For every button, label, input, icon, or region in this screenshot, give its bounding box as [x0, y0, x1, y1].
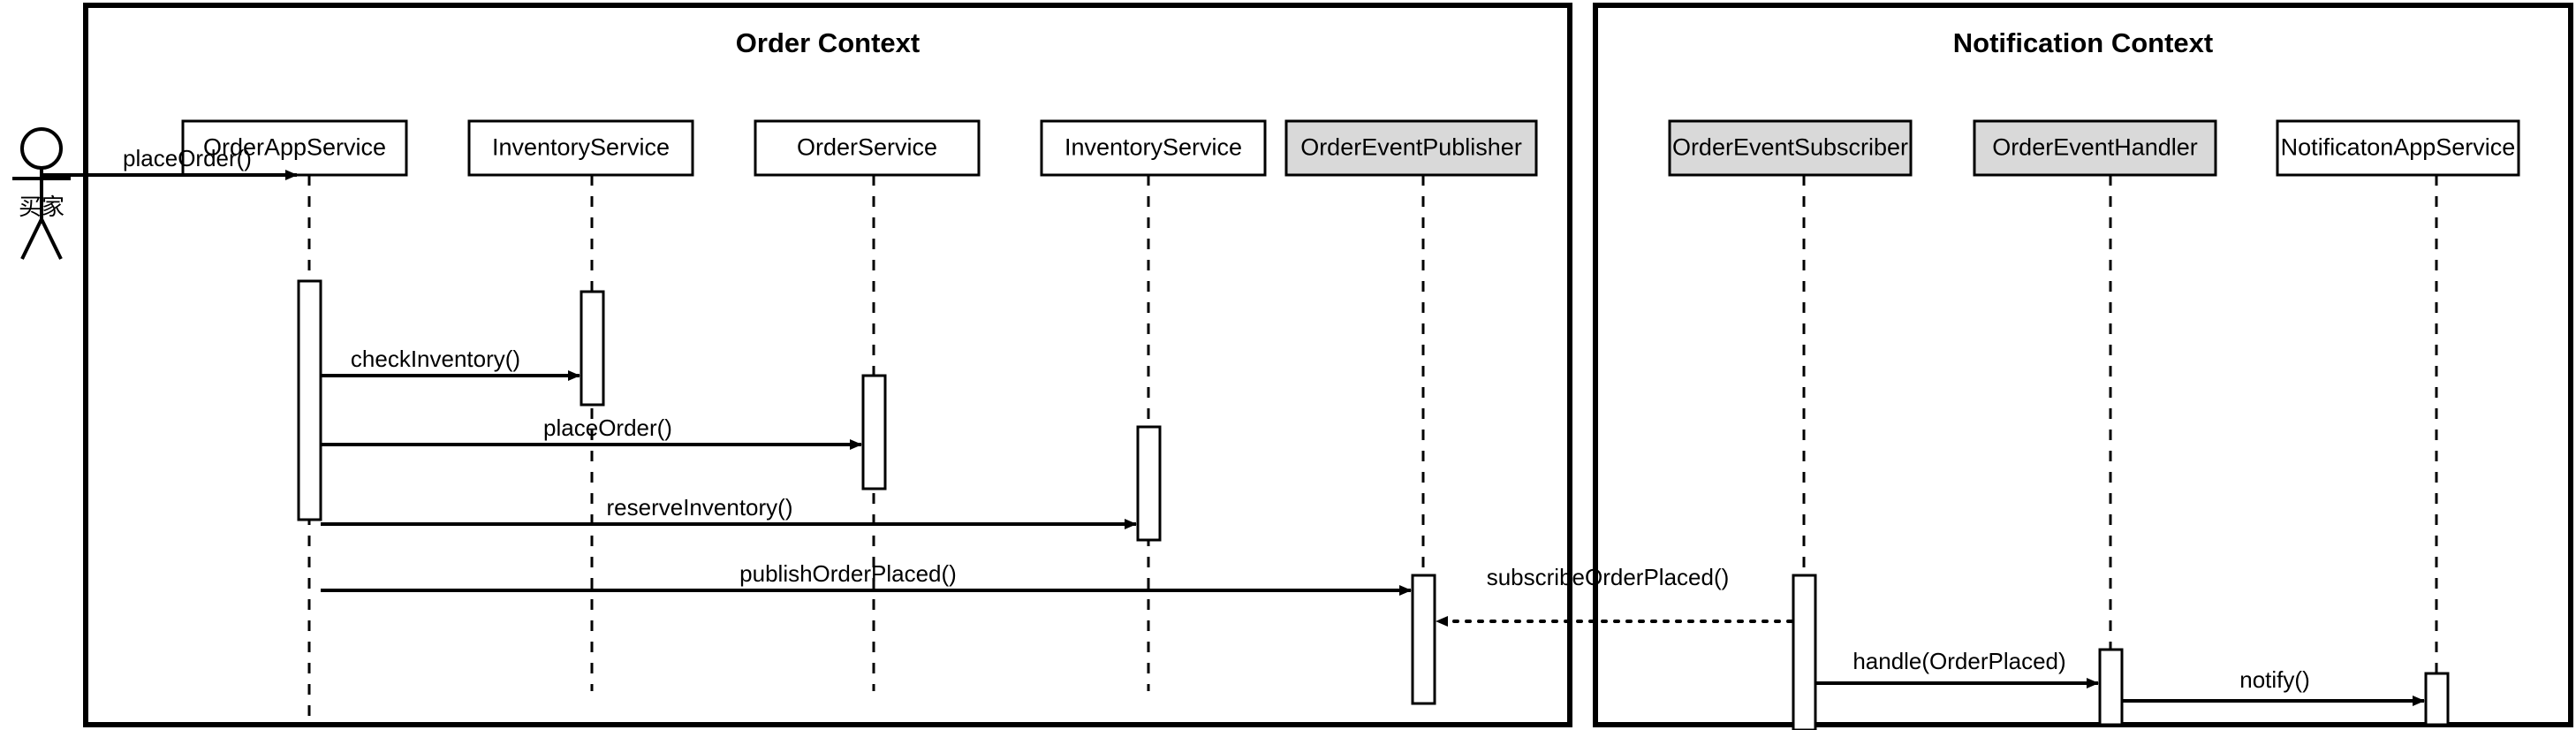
message-msg-handle-order-placed[interactable]: handle(OrderPlaced)	[1816, 648, 2099, 688]
context-title-notification-context: Notification Context	[1953, 27, 2214, 58]
message-msg-publish-order-placed[interactable]: publishOrderPlaced()	[321, 560, 1412, 596]
message-msg-reserve-inventory[interactable]: reserveInventory()	[321, 494, 1137, 529]
lifeline-label-order-event-subscriber: OrderEventSubscriber	[1672, 134, 1908, 161]
message-msg-place-order[interactable]: placeOrder()	[321, 414, 862, 450]
lifeline-inventory-service-1[interactable]: InventoryService	[467, 119, 694, 691]
lifeline-box-inventory-service-1[interactable]	[467, 119, 694, 177]
lifeline-label-order-app-service: OrderAppService	[203, 134, 386, 161]
activation-bar-order-event-handler	[2098, 648, 2124, 726]
context-title-order-context: Order Context	[736, 27, 920, 58]
lifeline-order-service[interactable]: OrderService	[754, 119, 981, 691]
actor-label: 买家	[19, 194, 64, 220]
message-label-msg-subscribe-order-placed: subscribeOrderPlaced()	[1487, 564, 1730, 590]
message-msg-notify[interactable]: notify()	[2123, 666, 2425, 706]
message-label-msg-place-order: placeOrder()	[543, 414, 672, 441]
message-label-msg-place-order-actor: placeOrder()	[123, 145, 252, 171]
lifeline-order-event-handler[interactable]: OrderEventHandler	[1973, 119, 2217, 723]
lifeline-box-order-event-publisher[interactable]	[1284, 119, 1538, 177]
context-border-order-context	[83, 3, 1572, 727]
message-label-msg-notify: notify()	[2239, 666, 2309, 693]
message-msg-check-inventory[interactable]: checkInventory()	[321, 346, 580, 381]
messages: placeOrder() checkInventory() placeOrder()…	[42, 145, 2425, 706]
lifeline-box-order-event-handler[interactable]	[1973, 119, 2217, 177]
lifeline-inventory-service-2[interactable]: InventoryService	[1040, 119, 1267, 691]
lifeline-box-notificaton-app-service[interactable]	[2276, 119, 2520, 177]
activation-bar-inventory-service-1	[580, 290, 605, 407]
message-label-msg-handle-order-placed: handle(OrderPlaced)	[1852, 648, 2065, 674]
activation-bar-order-app-service	[297, 279, 322, 521]
actor-figure[interactable]: 买家	[12, 127, 71, 260]
context-frame-notification-context: Notification Context	[1593, 3, 2573, 727]
message-label-msg-publish-order-placed: publishOrderPlaced()	[739, 560, 957, 587]
activation-bar-order-event-publisher	[1411, 574, 1436, 705]
lifeline-label-inventory-service-2: InventoryService	[1064, 134, 1242, 161]
context-frames: Order Context Notification Context	[83, 3, 2573, 727]
actor-right-leg-icon	[40, 218, 63, 260]
lifeline-order-event-subscriber[interactable]: OrderEventSubscriber	[1668, 119, 1913, 723]
message-msg-subscribe-order-placed[interactable]: subscribeOrderPlaced()	[1435, 564, 1793, 627]
lifeline-label-notificaton-app-service: NotificatonAppService	[2281, 134, 2516, 161]
context-frame-order-context: Order Context	[83, 3, 1572, 727]
activation-bars	[297, 279, 2450, 730]
lifelines: OrderAppService InventoryService OrderServ…	[181, 119, 2520, 723]
activation-bar-order-event-subscriber	[1792, 574, 1817, 730]
message-label-msg-reserve-inventory: reserveInventory()	[607, 494, 793, 521]
lifeline-label-inventory-service-1: InventoryService	[492, 134, 670, 161]
actor-left-leg-icon	[20, 218, 43, 260]
context-border-notification-context	[1593, 3, 2573, 727]
actor: 买家	[12, 127, 71, 260]
lifeline-order-app-service[interactable]: OrderAppService	[181, 119, 408, 716]
lifeline-notificaton-app-service[interactable]: NotificatonAppService	[2276, 119, 2520, 723]
actor-head-icon	[20, 127, 63, 170]
lifeline-label-order-event-handler: OrderEventHandler	[1992, 134, 2198, 161]
lifeline-box-order-event-subscriber[interactable]	[1668, 119, 1913, 177]
activation-bar-inventory-service-2	[1136, 425, 1162, 542]
activation-bar-order-service	[861, 374, 887, 490]
message-msg-place-order-actor[interactable]: placeOrder()	[42, 145, 298, 180]
lifeline-box-inventory-service-2[interactable]	[1040, 119, 1267, 177]
lifeline-box-order-service[interactable]	[754, 119, 981, 177]
activation-bar-notificaton-app-service	[2424, 672, 2450, 726]
lifeline-label-order-event-publisher: OrderEventPublisher	[1300, 134, 1522, 161]
lifeline-label-order-service: OrderService	[797, 134, 937, 161]
message-label-msg-check-inventory: checkInventory()	[351, 346, 520, 372]
